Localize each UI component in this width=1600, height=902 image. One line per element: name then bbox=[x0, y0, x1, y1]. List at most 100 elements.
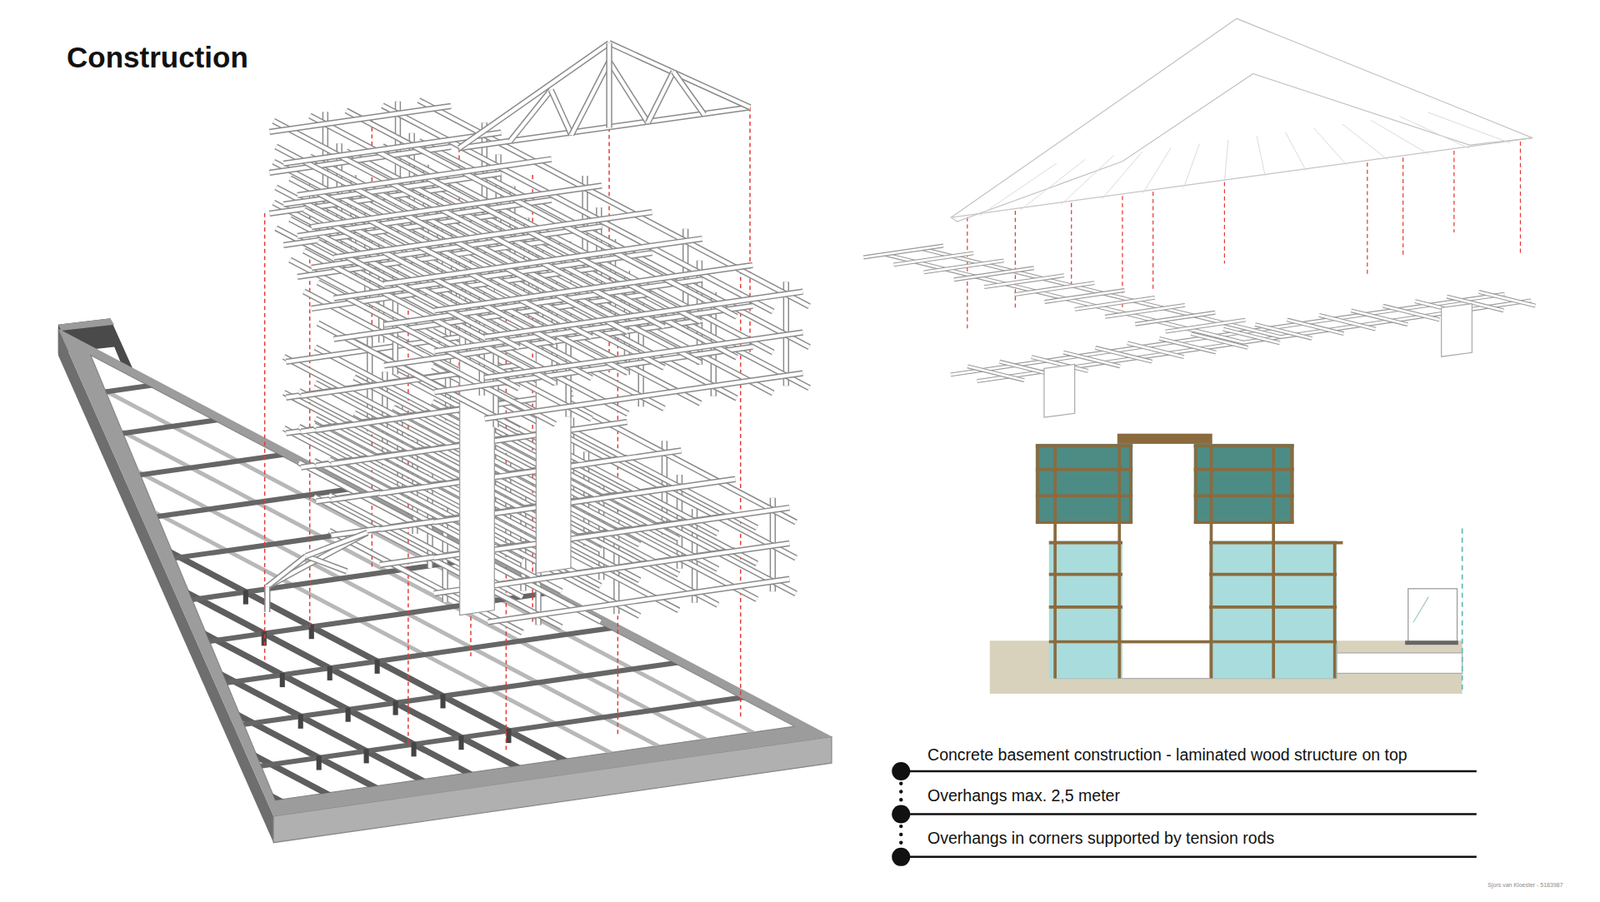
stair-core bbox=[1044, 364, 1075, 418]
wood-beam-face bbox=[673, 71, 705, 115]
floor-beam bbox=[98, 419, 729, 752]
lower-volume bbox=[1049, 540, 1123, 679]
wood-beam bbox=[924, 260, 1005, 273]
roof-outline bbox=[950, 18, 1533, 222]
basement-group bbox=[58, 318, 832, 843]
list-item: Concrete basement construction - laminat… bbox=[927, 745, 1408, 765]
wood-beam-face bbox=[607, 43, 611, 129]
wood-beam-face bbox=[265, 586, 270, 613]
wood-beam bbox=[510, 90, 551, 141]
wood-beam bbox=[1165, 320, 1246, 332]
drop-line bbox=[1152, 191, 1154, 289]
list-rule bbox=[900, 856, 1477, 859]
wood-beam bbox=[297, 159, 552, 195]
wood-beam-face bbox=[1063, 352, 1120, 367]
drop-line bbox=[1453, 150, 1455, 233]
tree-sketch bbox=[1413, 597, 1429, 624]
column bbox=[1053, 445, 1057, 679]
floor-column bbox=[458, 735, 464, 750]
list-rule bbox=[900, 813, 1477, 815]
wood-beam-face bbox=[954, 268, 1035, 280]
roof-rafter bbox=[1314, 128, 1348, 166]
ramp-top bbox=[58, 318, 115, 331]
wood-beam-face bbox=[1319, 315, 1376, 330]
floor-slab bbox=[1194, 495, 1295, 499]
floor-slab bbox=[1194, 445, 1295, 449]
floor-slab bbox=[1049, 573, 1123, 577]
wood-beam-face bbox=[893, 253, 974, 265]
drop-line bbox=[1070, 203, 1072, 285]
wood-beam-face bbox=[305, 556, 347, 572]
dot-connector bbox=[899, 781, 903, 785]
dot-connector bbox=[899, 841, 903, 845]
floor-slab bbox=[1049, 541, 1123, 545]
roof-rafter bbox=[1060, 155, 1114, 205]
wood-beam-face bbox=[609, 61, 649, 123]
dot-connector bbox=[899, 790, 903, 794]
wood-beam-face bbox=[488, 579, 790, 623]
roof-rafter bbox=[1101, 151, 1142, 200]
basement-extension bbox=[1336, 653, 1463, 674]
floor-column bbox=[411, 742, 417, 757]
author-watermark: Sjors van Kloester - 5183987 bbox=[1487, 882, 1563, 890]
floor-slab bbox=[1209, 541, 1343, 545]
basement-floor bbox=[90, 355, 795, 801]
wood-beam bbox=[863, 245, 944, 258]
column bbox=[1117, 445, 1121, 679]
wood-beam-face bbox=[1479, 291, 1536, 306]
wood-beam-face bbox=[1135, 312, 1215, 325]
floor-column bbox=[298, 715, 304, 730]
wood-beam bbox=[893, 253, 974, 265]
dot-connector bbox=[899, 825, 903, 829]
roof-rafter bbox=[1142, 147, 1171, 194]
wood-beam-face bbox=[1159, 338, 1216, 353]
floor-slab bbox=[1049, 640, 1337, 645]
wood-beam-face bbox=[1045, 290, 1125, 303]
wood-beam-face bbox=[1165, 320, 1246, 332]
wood-beam bbox=[571, 61, 610, 135]
upper-volume bbox=[1194, 444, 1295, 523]
building-section bbox=[990, 434, 1463, 695]
wood-beam bbox=[1479, 291, 1536, 306]
floor-beam bbox=[251, 695, 755, 768]
wood-beam-face bbox=[1075, 297, 1155, 310]
bullet-dot bbox=[891, 848, 910, 867]
wood-beam-face bbox=[1350, 310, 1408, 325]
floor-column bbox=[345, 708, 351, 723]
wood-beam-face bbox=[488, 508, 790, 552]
wood-beam-face bbox=[550, 90, 571, 135]
wood-beam bbox=[984, 275, 1065, 288]
wood-beam-face bbox=[459, 107, 750, 149]
wood-beam-face bbox=[267, 532, 368, 587]
roof-rafter bbox=[1224, 140, 1228, 183]
drop-line bbox=[1520, 141, 1521, 255]
list-item: Overhangs in corners supported by tensio… bbox=[927, 829, 1275, 848]
wood-beam-face bbox=[863, 245, 944, 258]
dot-connector bbox=[899, 833, 903, 837]
roof-rafter bbox=[1285, 131, 1306, 171]
roof-edge bbox=[950, 138, 1533, 219]
pavilion-base bbox=[1405, 640, 1459, 645]
wood-beam bbox=[1127, 343, 1185, 358]
floor-column bbox=[280, 673, 285, 688]
basement-rim bbox=[58, 329, 832, 817]
boundary-line bbox=[1461, 529, 1464, 695]
wood-beam-face bbox=[648, 71, 675, 123]
roof-rafter bbox=[980, 163, 1058, 216]
floor-beam bbox=[105, 418, 229, 436]
drop-line bbox=[1402, 157, 1404, 255]
wood-beam-face bbox=[488, 543, 790, 587]
wood-beam bbox=[305, 556, 347, 572]
wood-beam bbox=[311, 185, 602, 228]
wood-beam-face bbox=[967, 366, 1025, 381]
floor-beam bbox=[262, 792, 301, 813]
roof-diagram bbox=[863, 18, 1535, 418]
wood-beam bbox=[488, 508, 790, 552]
wood-beam bbox=[305, 532, 367, 556]
wood-beam bbox=[1105, 305, 1185, 317]
roof-rafter bbox=[1400, 116, 1470, 150]
wood-beam bbox=[269, 105, 451, 132]
basement-grid bbox=[69, 349, 776, 813]
list-item: Overhangs max. 2,5 meter bbox=[927, 786, 1120, 805]
wood-beam-face bbox=[924, 260, 1005, 273]
